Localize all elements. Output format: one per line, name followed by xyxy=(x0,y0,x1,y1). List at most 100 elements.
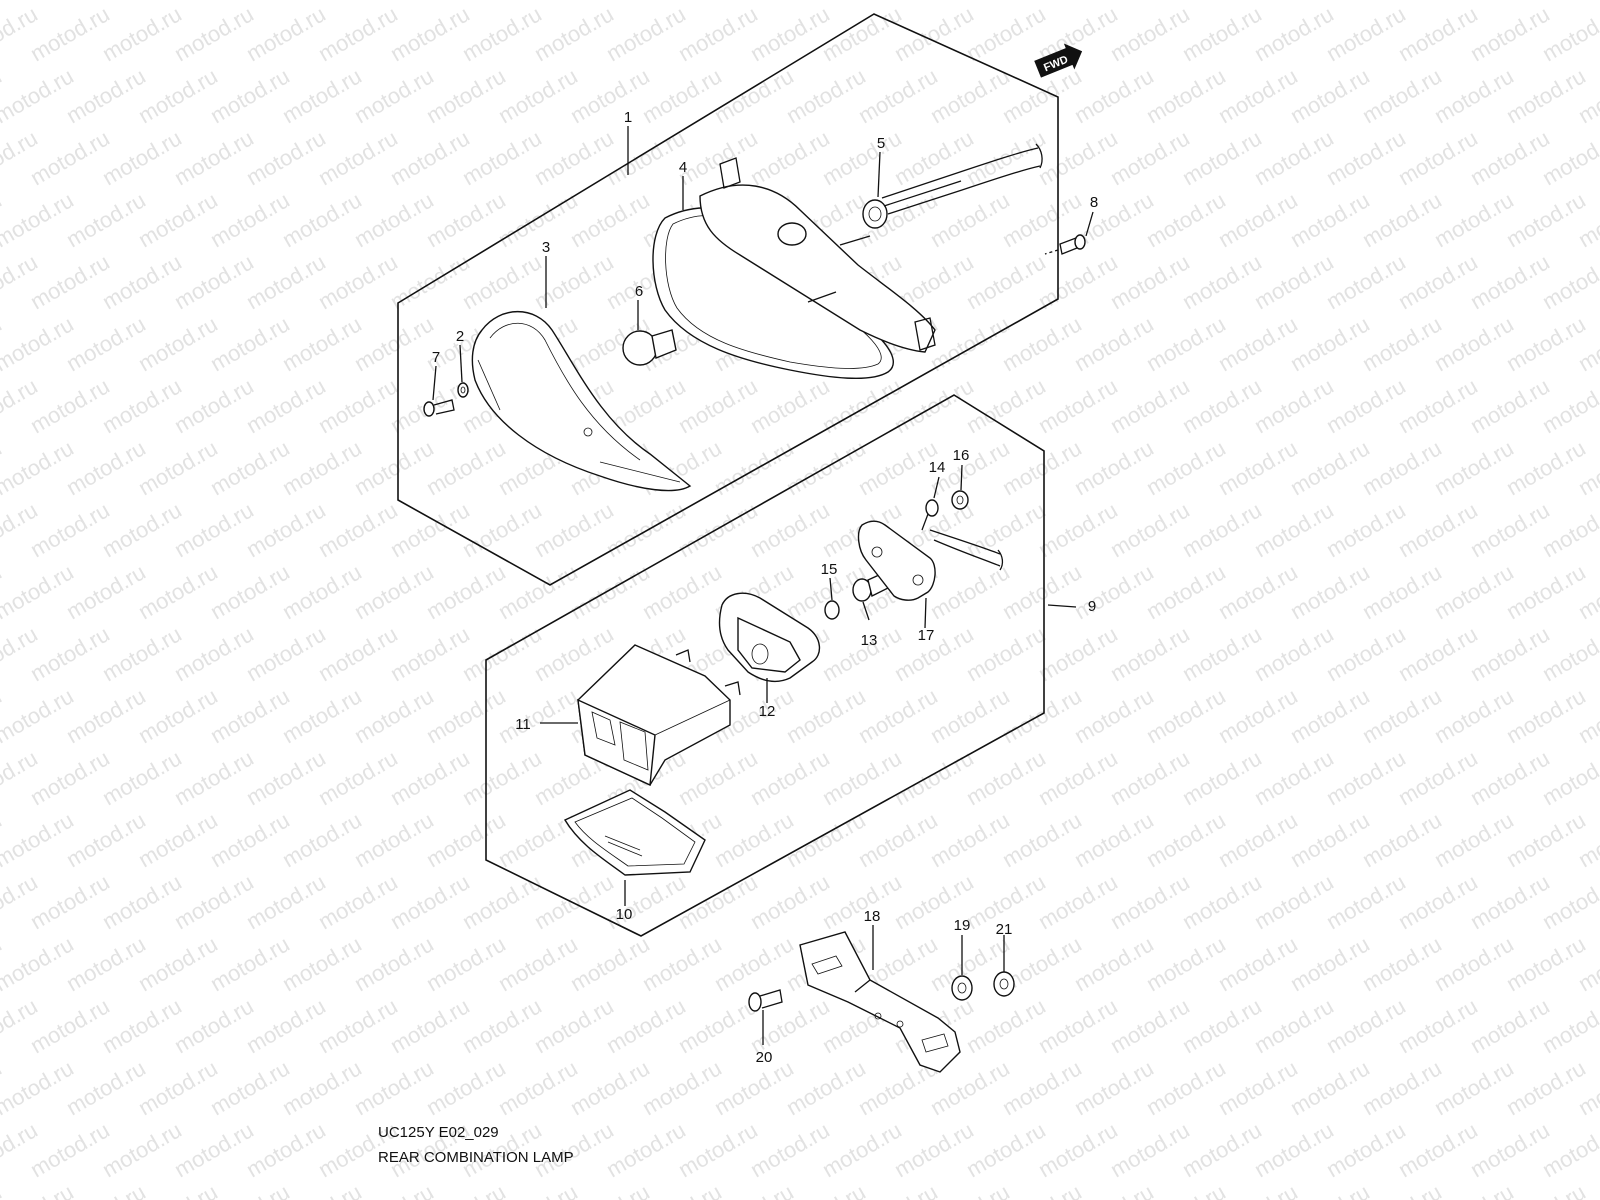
watermark-text: motod.ru xyxy=(170,125,258,190)
watermark-text: motod.ru xyxy=(1286,187,1374,252)
watermark-text: motod.ru xyxy=(422,559,510,624)
watermark-text: motod.ru xyxy=(1214,435,1302,500)
watermark-text: motod.ru xyxy=(1430,0,1518,4)
watermark-text: motod.ru xyxy=(278,187,366,252)
watermark-text: motod.ru xyxy=(134,931,222,996)
watermark-text: motod.ru xyxy=(710,63,798,128)
watermark-text: motod.ru xyxy=(170,993,258,1058)
watermark-text: motod.ru xyxy=(1394,1,1482,66)
label-part-21: 21 xyxy=(996,921,1013,938)
label-part-13: 13 xyxy=(861,632,878,649)
watermark-text: motod.ru xyxy=(98,497,186,562)
watermark-text: motod.ru xyxy=(62,63,150,128)
watermark-text: motod.ru xyxy=(26,621,114,686)
watermark-text: motod.ru xyxy=(1250,249,1338,314)
watermark-text: motod.ru xyxy=(674,125,762,190)
watermark-text: motod.ru xyxy=(206,683,294,748)
watermark-text: motod.ru xyxy=(1322,125,1410,190)
watermark-text: motod.ru xyxy=(206,0,294,4)
part-2-washer xyxy=(457,382,469,398)
watermark-text: motod.ru xyxy=(1178,745,1266,810)
watermark-text: motod.ru xyxy=(1466,869,1554,934)
watermark-text: motod.ru xyxy=(62,683,150,748)
watermark-text: motod.ru xyxy=(1394,497,1482,562)
watermark-text: motod.ru xyxy=(206,63,294,128)
watermark-text: motod.ru xyxy=(1142,435,1230,500)
watermark-text: motod.ru xyxy=(386,745,474,810)
watermark-text: motod.ru xyxy=(1178,373,1266,438)
watermark-text: motod.ru xyxy=(278,435,366,500)
watermark-text: motod.ru xyxy=(1466,1117,1554,1182)
watermark-text: motod.ru xyxy=(278,559,366,624)
watermark-text: motod.ru xyxy=(0,1179,6,1200)
part-10-lens-plate xyxy=(563,789,706,876)
watermark-text: motod.ru xyxy=(818,125,906,190)
watermark-text: motod.ru xyxy=(458,869,546,934)
watermark-text: motod.ru xyxy=(350,187,438,252)
watermark-text: motod.ru xyxy=(1250,497,1338,562)
watermark-text: motod.ru xyxy=(170,497,258,562)
watermark-text: motod.ru xyxy=(998,807,1086,872)
watermark-text: motod.ru xyxy=(962,621,1050,686)
watermark-text: motod.ru xyxy=(134,435,222,500)
watermark-text: motod.ru xyxy=(638,1055,726,1120)
watermark-text: motod.ru xyxy=(62,435,150,500)
watermark-text: motod.ru xyxy=(854,0,942,4)
watermark-text: motod.ru xyxy=(1106,1117,1194,1182)
watermark-text: motod.ru xyxy=(674,745,762,810)
watermark-text: motod.ru xyxy=(1070,931,1158,996)
watermark-text: motod.ru xyxy=(710,1055,798,1120)
watermark-text: motod.ru xyxy=(1250,373,1338,438)
part-18-bracket xyxy=(799,931,961,1073)
watermark-text: motod.ru xyxy=(1214,931,1302,996)
watermark-text: motod.ru xyxy=(350,683,438,748)
watermark-text: motod.ru xyxy=(998,435,1086,500)
watermark-text: motod.ru xyxy=(1070,807,1158,872)
watermark-text: motod.ru xyxy=(1070,0,1158,4)
diagram-code: UC125Y E02_029 xyxy=(378,1124,499,1141)
watermark-text: motod.ru xyxy=(818,869,906,934)
watermark-text: motod.ru xyxy=(1034,745,1122,810)
watermark-text: motod.ru xyxy=(1142,63,1230,128)
watermark-text: motod.ru xyxy=(1574,0,1600,4)
watermark-text: motod.ru xyxy=(1214,187,1302,252)
watermark-text: motod.ru xyxy=(1250,1117,1338,1182)
watermark-text: motod.ru xyxy=(1394,745,1482,810)
watermark-text: motod.ru xyxy=(1250,621,1338,686)
watermark-text: motod.ru xyxy=(1106,621,1194,686)
watermark-text: motod.ru xyxy=(206,1055,294,1120)
watermark-text: motod.ru xyxy=(566,63,654,128)
part-16-nut xyxy=(951,490,969,510)
watermark-text: motod.ru xyxy=(1394,249,1482,314)
watermark-text: motod.ru xyxy=(638,0,726,4)
watermark-text: motod.ru xyxy=(1142,683,1230,748)
watermark-text: motod.ru xyxy=(350,931,438,996)
label-part-3: 3 xyxy=(542,239,550,256)
watermark-text: motod.ru xyxy=(1502,63,1590,128)
watermark-text: motod.ru xyxy=(1034,869,1122,934)
watermark-text: motod.ru xyxy=(1250,993,1338,1058)
watermark-text: motod.ru xyxy=(1106,1,1194,66)
watermark-text: motod.ru xyxy=(926,63,1014,128)
watermark-text: motod.ru xyxy=(1070,435,1158,500)
watermark-text: motod.ru xyxy=(278,807,366,872)
watermark-text: motod.ru xyxy=(926,0,1014,4)
watermark-text: motod.ru xyxy=(1394,869,1482,934)
watermark-text: motod.ru xyxy=(314,125,402,190)
label-part-15: 15 xyxy=(821,561,838,578)
watermark-text: motod.ru xyxy=(746,869,834,934)
label-part-18: 18 xyxy=(864,908,881,925)
watermark-text: motod.ru xyxy=(1538,1,1600,66)
watermark-text: motod.ru xyxy=(314,869,402,934)
watermark-text: motod.ru xyxy=(278,931,366,996)
watermark-text: motod.ru xyxy=(1142,0,1230,4)
watermark-text: motod.ru xyxy=(1322,869,1410,934)
label-part-8: 8 xyxy=(1090,194,1098,211)
watermark-text: motod.ru xyxy=(1322,993,1410,1058)
watermark-text: motod.ru xyxy=(1250,745,1338,810)
watermark-text: motod.ru xyxy=(26,993,114,1058)
watermark-text: motod.ru xyxy=(1358,311,1446,376)
watermark-text: motod.ru xyxy=(1286,1055,1374,1120)
watermark-text: motod.ru xyxy=(1286,931,1374,996)
